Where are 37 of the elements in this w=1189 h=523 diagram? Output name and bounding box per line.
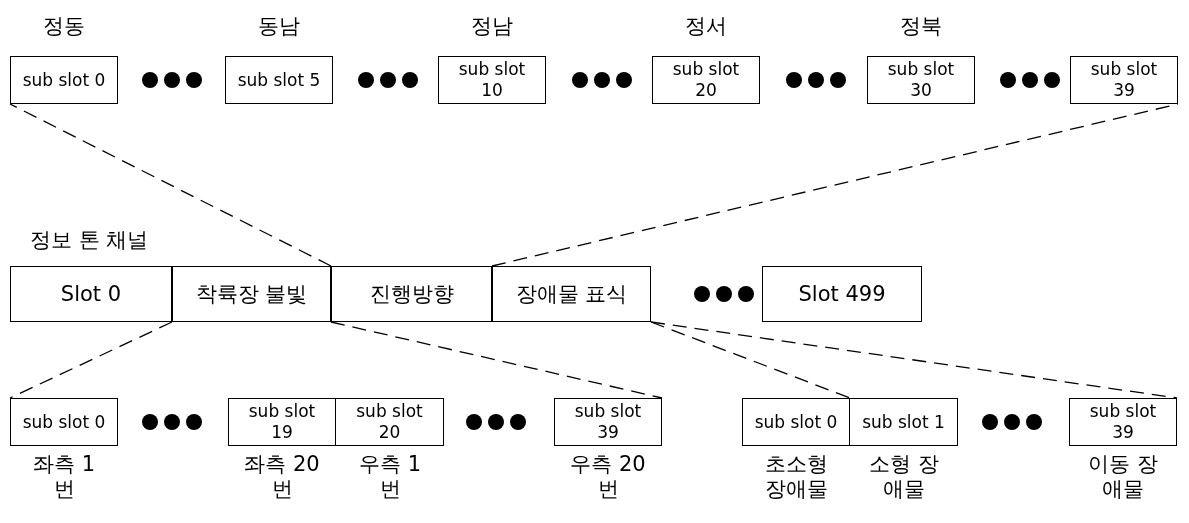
direction-caption: 정동 [42, 14, 86, 39]
sub-slot-box: sub slot 20 [336, 398, 444, 446]
sub-slot-box: sub slot 39 [554, 398, 662, 446]
slot-box: 장애물 표식 [492, 266, 651, 322]
dashed-connector [9, 103, 332, 267]
sub-slot-box: sub slot 0 [742, 398, 850, 446]
slot-caption: 소형 장애물 [868, 452, 940, 502]
sub-slot-box: sub slot 5 [225, 56, 333, 104]
slot-box: 착륙장 불빛 [172, 266, 331, 322]
dashed-connector [9, 321, 173, 399]
sub-slot-box: sub slot 39 [1069, 398, 1177, 446]
sub-slot-box: sub slot 20 [652, 56, 760, 104]
direction-caption: 동남 [257, 14, 301, 39]
direction-caption: 정남 [470, 14, 514, 39]
slot-caption: 이동 장애물 [1087, 452, 1159, 502]
direction-caption: 정북 [899, 14, 943, 39]
slot-caption: 우측 1번 [357, 452, 422, 502]
sub-slot-box: sub slot 0 [10, 398, 118, 446]
sub-slot-box: sub slot 30 [867, 56, 975, 104]
dashed-connector [650, 321, 851, 399]
slot-box: Slot 0 [10, 266, 172, 322]
dashed-connector [491, 103, 1179, 267]
dashed-connector [650, 321, 1178, 399]
dashed-connector [330, 321, 663, 399]
sub-slot-box: sub slot 19 [228, 398, 336, 446]
slot-box: 진행방향 [331, 266, 492, 322]
channel-title: 정보 톤 채널 [30, 228, 149, 253]
sub-slot-box: sub slot 1 [850, 398, 958, 446]
slot-caption: 좌측 1번 [31, 452, 96, 502]
sub-slot-box: sub slot 0 [10, 56, 118, 104]
slot-caption: 우측 20번 [569, 452, 647, 502]
slot-caption: 초소형 장애물 [763, 452, 829, 502]
direction-caption: 정서 [684, 14, 728, 39]
sub-slot-box: sub slot 39 [1070, 56, 1178, 104]
slot-box: Slot 499 [762, 266, 922, 322]
slot-caption: 좌측 20번 [243, 452, 321, 502]
sub-slot-box: sub slot 10 [438, 56, 546, 104]
